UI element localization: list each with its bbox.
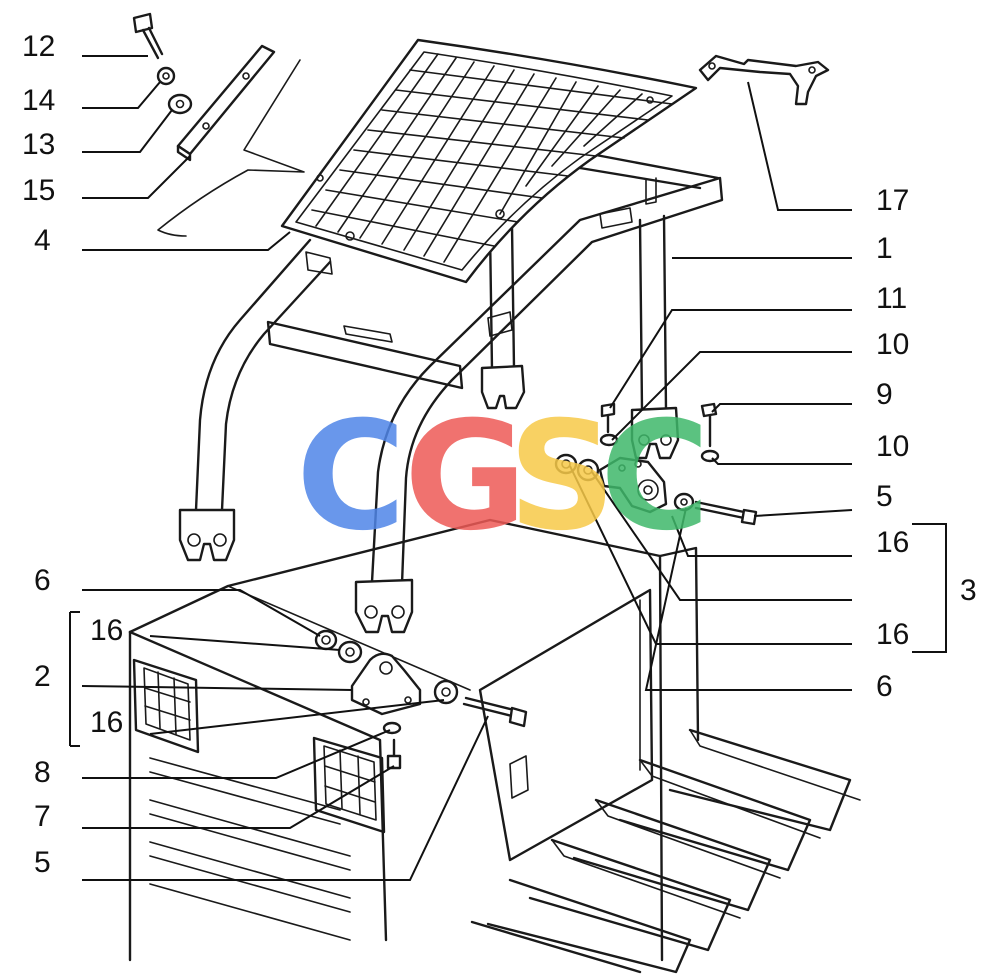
callout-2: 2 [34, 660, 51, 693]
callout-15: 15 [22, 174, 55, 207]
watermark-letter-3: S [508, 390, 616, 564]
body-grille-left [132, 658, 200, 754]
callout-11: 11 [876, 282, 907, 315]
nut-6-upper [673, 492, 695, 512]
callout-14: 14 [22, 84, 55, 117]
callout-6-right: 6 [876, 670, 893, 703]
callout-16-left-lower: 16 [90, 706, 123, 739]
watermark-logo: C G S C [296, 390, 710, 564]
bolt-5-upper [694, 500, 758, 526]
lock-washer-14 [156, 66, 176, 86]
bolt-5-lower [462, 696, 528, 728]
callout-10-lower: 10 [876, 430, 909, 463]
frame-foot-rear-right [630, 406, 680, 460]
callout-17: 17 [876, 184, 909, 217]
callout-8: 8 [34, 756, 51, 789]
mount-bracket-2 [350, 652, 422, 716]
callout-16-middle: 16 [876, 618, 909, 651]
callout-16-left-upper: 16 [90, 614, 123, 647]
callout-6-left: 6 [34, 564, 51, 597]
bolt-12 [132, 12, 164, 60]
watermark-letter-4: C [600, 390, 710, 564]
callout-4: 4 [34, 224, 51, 257]
frame-foot-front-left [178, 508, 236, 562]
callout-7: 7 [34, 800, 51, 833]
bolt-9 [700, 402, 718, 448]
callout-5-upper: 5 [876, 480, 893, 513]
frame-foot-middle [480, 364, 526, 410]
mount-bracket-3 [598, 456, 668, 514]
callout-10-upper: 10 [876, 328, 909, 361]
callout-12: 12 [22, 30, 55, 63]
washer-10-upper [599, 433, 619, 447]
track-steps [470, 728, 861, 974]
roll-bar-frame [194, 150, 724, 586]
leader-lines [69, 55, 947, 881]
callout-1: 1 [876, 232, 893, 265]
nut-6-lower [314, 629, 338, 651]
frame-foot-rear-left [354, 578, 414, 634]
washer-10-lower [700, 449, 720, 463]
handle-17 [698, 54, 830, 106]
callout-3: 3 [960, 574, 977, 607]
assembly-guide-line [157, 59, 305, 237]
body-grille-right [312, 736, 386, 834]
callout-9: 9 [876, 378, 893, 411]
watermark-letter-1: C [296, 390, 406, 564]
callout-16-upper: 16 [876, 526, 909, 559]
callout-labels: 12 14 13 15 4 17 1 11 10 9 10 5 16 3 16 … [22, 30, 977, 879]
bushing-16-lower-a [337, 640, 363, 664]
watermark-letter-2: G [404, 390, 527, 564]
callout-5-lower: 5 [34, 846, 51, 879]
callout-13: 13 [22, 128, 55, 161]
washer-13 [167, 93, 193, 115]
roof-guard-grid [280, 38, 698, 284]
bushing-16-lower-b [433, 679, 459, 705]
clamp-bar-15 [176, 44, 276, 162]
machine-body [128, 518, 700, 962]
bolt-7 [386, 738, 402, 770]
